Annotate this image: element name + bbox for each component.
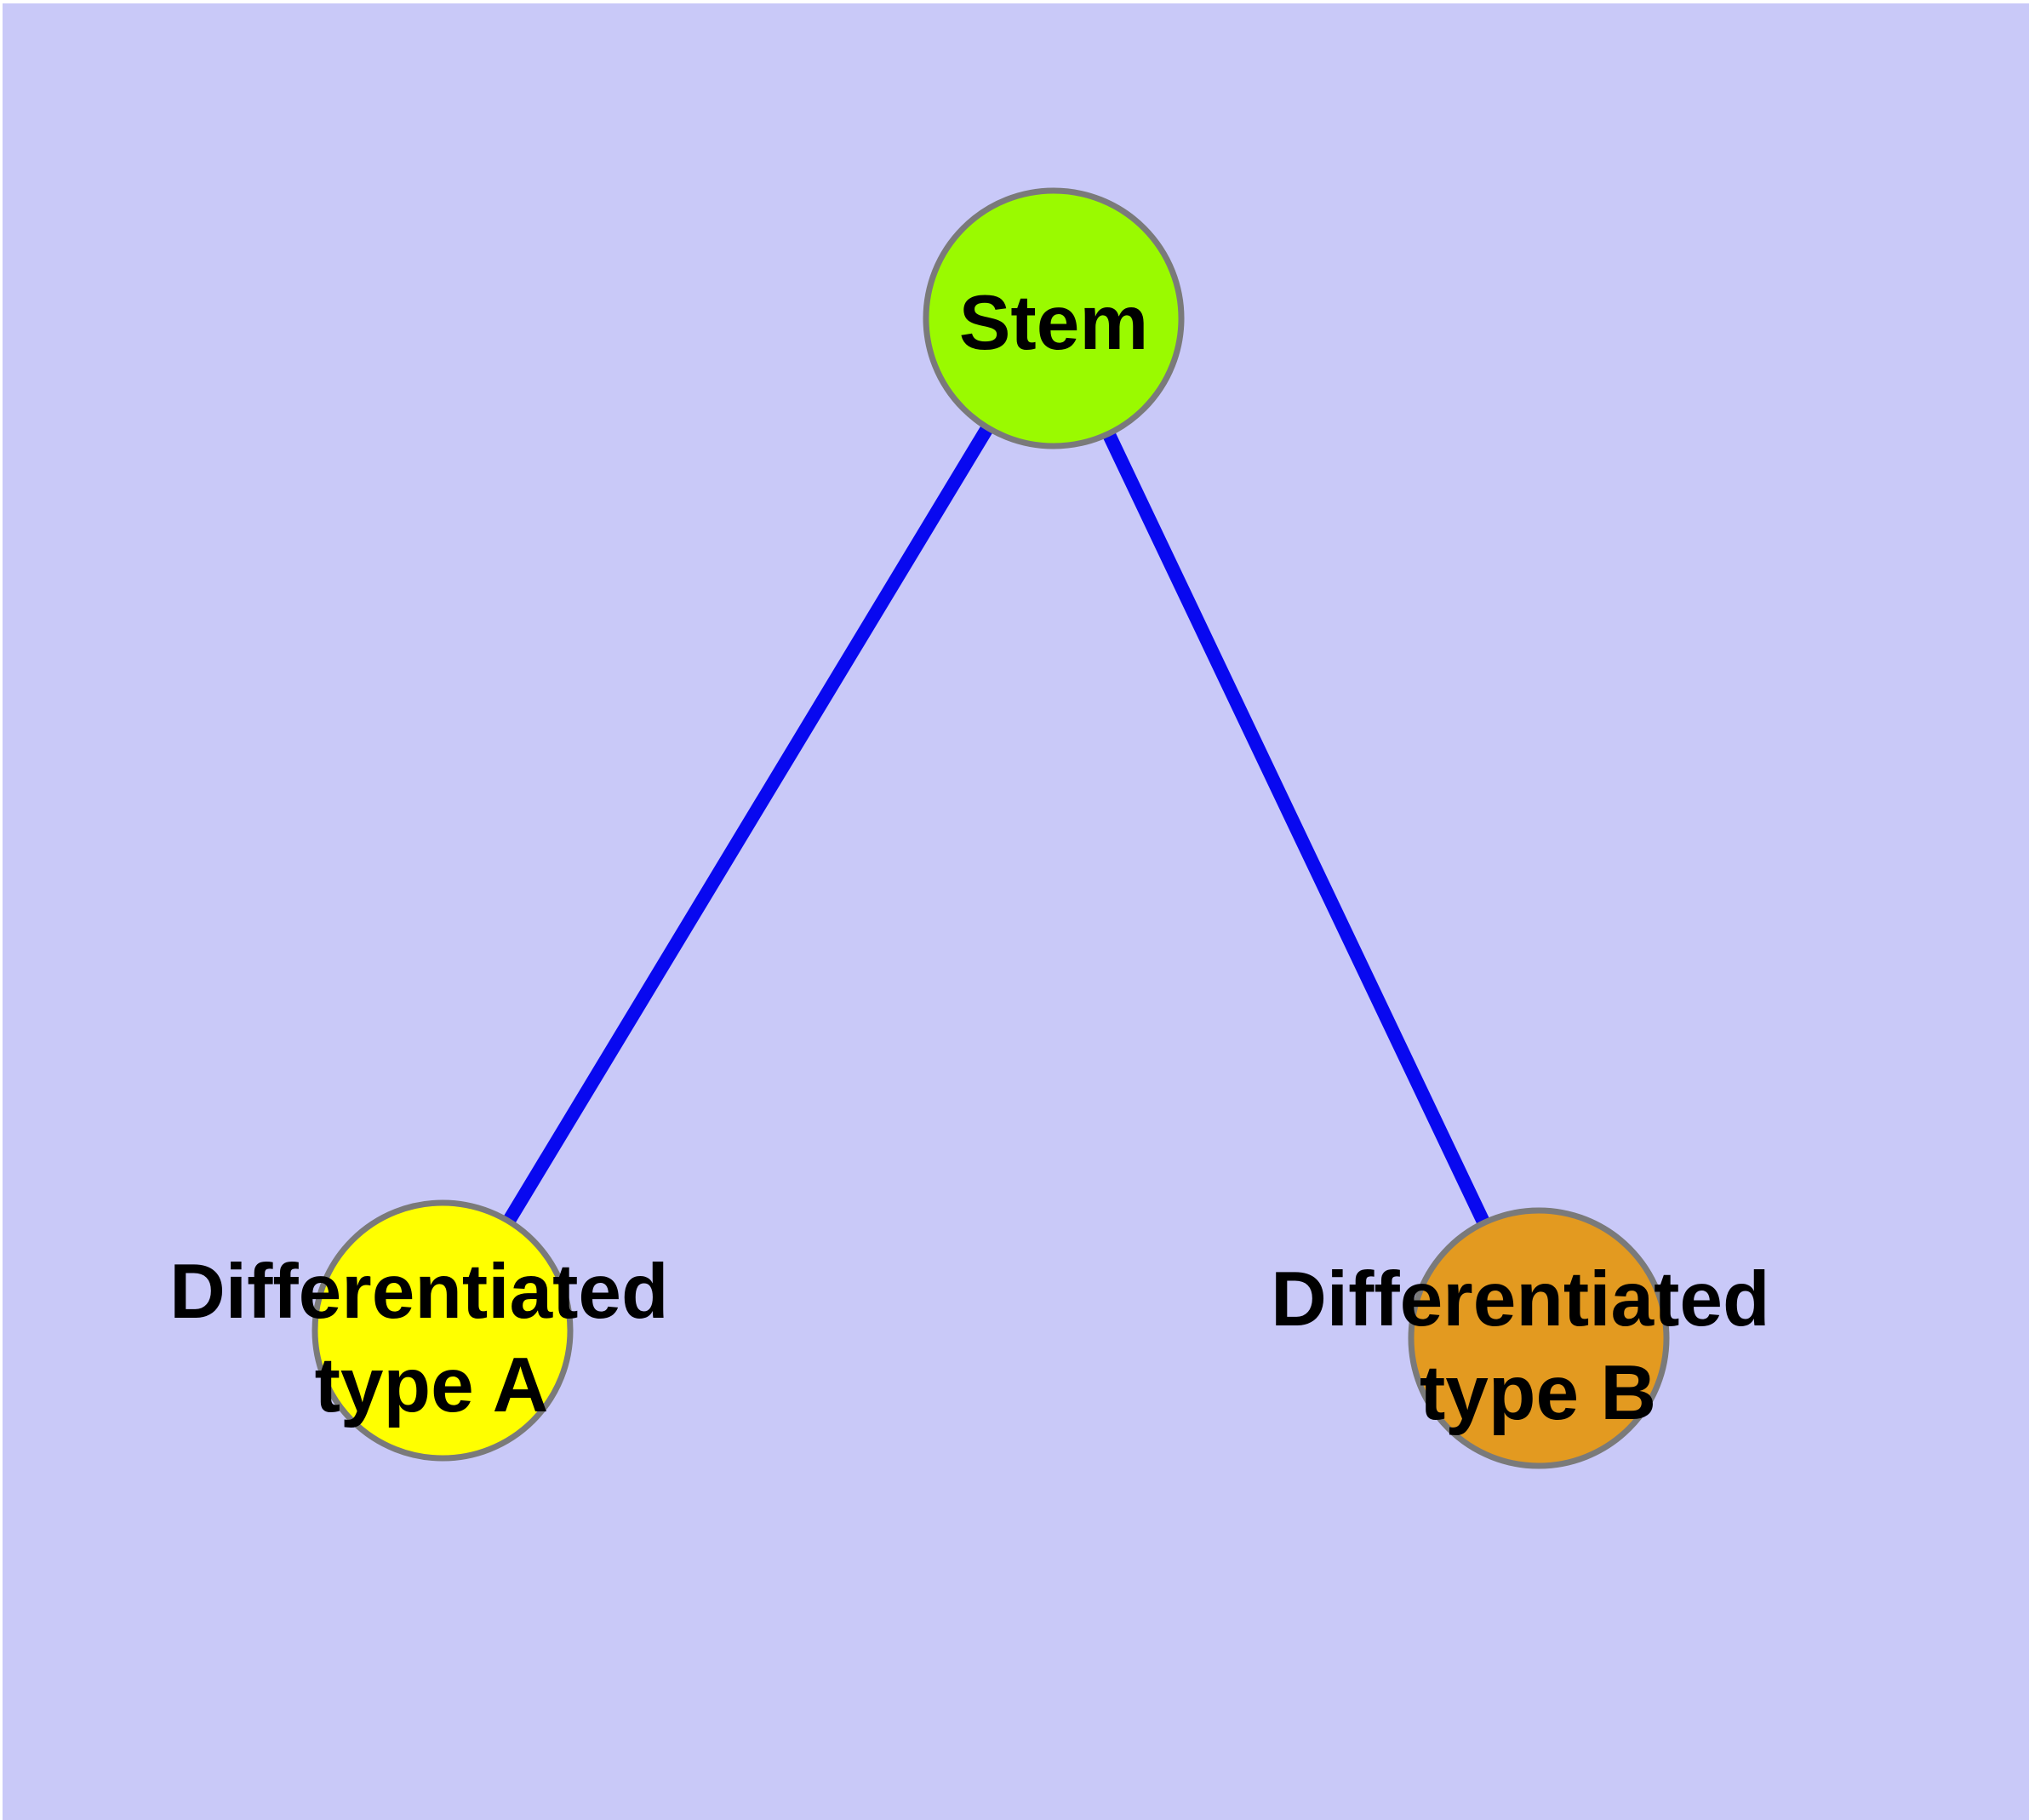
edge-stem-to-type-a [437, 314, 1060, 1335]
node-stem-label: Stem [959, 280, 1149, 366]
node-stem: Stem [923, 187, 1185, 449]
node-differentiated-type-b-label-line1: Differentiated [1271, 1256, 1770, 1342]
node-differentiated-type-a: Differentiated type A [169, 1199, 690, 1462]
edge-stem-to-type-b [1047, 315, 1546, 1342]
node-differentiated-type-b: Differentiated type B [1271, 1207, 1792, 1469]
node-differentiated-type-b-label-line2: type B [1420, 1350, 1656, 1436]
node-differentiated-type-a-circle [311, 1199, 574, 1462]
node-stem-circle [923, 187, 1185, 449]
node-differentiated-type-a-label: Differentiated type A [169, 1249, 690, 1428]
node-differentiated-type-a-label-line2: type A [315, 1342, 549, 1428]
node-differentiated-type-a-label-line1: Differentiated [169, 1249, 669, 1335]
node-differentiated-type-b-label: Differentiated type B [1271, 1256, 1792, 1436]
node-differentiated-type-b-circle [1408, 1207, 1670, 1469]
